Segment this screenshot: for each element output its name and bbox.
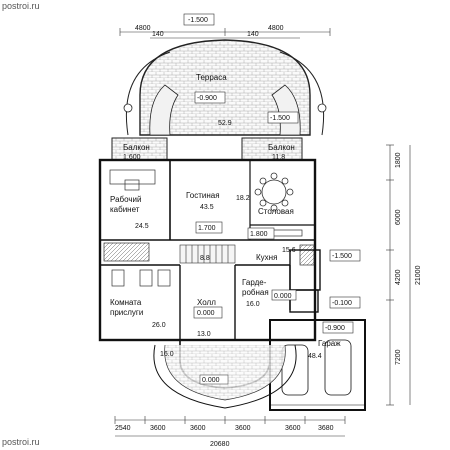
hall-level: 0.000 — [197, 310, 215, 317]
garage-name: Гараж — [318, 339, 341, 348]
balcony-left-area: 1.600 — [123, 154, 141, 161]
kitchen-name: Кухня — [256, 253, 277, 262]
servant-name-1: Комната — [110, 298, 142, 307]
kitchen-area: 15.6 — [282, 247, 296, 254]
wardrobe-name-1: Гарде- — [242, 278, 267, 287]
stairs — [179, 244, 236, 264]
garage-level: -0.900 — [325, 325, 345, 332]
porch-level: 0.000 — [202, 377, 220, 384]
dim-top-center-level: -1.500 — [188, 17, 208, 24]
dining-table — [254, 172, 294, 212]
level-right-low: -0.100 — [332, 300, 352, 307]
dining-name: Столовая — [258, 207, 294, 216]
hall-area: 13.0 — [197, 331, 211, 338]
watermark-top: postroi.ru — [2, 1, 40, 11]
dim-bottom-3: 3600 — [190, 425, 206, 432]
dim-bottom-2: 3600 — [150, 425, 166, 432]
dining-area: 18.2 — [236, 195, 250, 202]
level-box-small — [271, 289, 297, 301]
wardrobe-area: 16.0 — [246, 301, 260, 308]
dim-bottom-5: 3600 — [285, 425, 301, 432]
dim-right-1800: 1800 — [395, 152, 402, 168]
hall-name: Холл — [197, 298, 216, 307]
dimension-lines — [114, 28, 411, 437]
wardrobe-name-2: робная — [242, 288, 269, 297]
dim-top-right: 4800 — [268, 25, 284, 32]
level-box-terrace — [194, 91, 226, 104]
dim-right-7200: 7200 — [395, 349, 402, 365]
balcony-right-name: Балкон — [268, 143, 295, 152]
dining-level: 1.800 — [250, 231, 268, 238]
dim-top-left: 4800 — [135, 25, 151, 32]
level-box-right-mid — [329, 249, 361, 262]
level-small: 0.000 — [274, 293, 292, 300]
level-right-top: -1.500 — [270, 115, 290, 122]
entrance-porch — [153, 339, 297, 409]
dim-bottom-4: 3600 — [235, 425, 251, 432]
dim-right-4200: 4200 — [395, 269, 402, 285]
living-area: 43.5 — [200, 204, 214, 211]
study-furniture — [109, 169, 156, 191]
level-box-right-low — [329, 296, 361, 309]
dim-right-6000: 6000 — [395, 209, 402, 225]
dim-offset-left: 140 — [152, 31, 164, 38]
balcony-left-name: Балкон — [123, 143, 150, 152]
terrace-area: 52.9 — [218, 120, 232, 127]
study-name-2: кабинет — [110, 205, 140, 214]
servant-name-2: прислуги — [110, 308, 143, 317]
level-right-mid: -1.500 — [332, 253, 352, 260]
dim-bottom-total: 20680 — [210, 441, 230, 448]
dim-bottom-6: 3680 — [318, 425, 334, 432]
terrace-level: -0.900 — [197, 95, 217, 102]
level-box-living — [195, 221, 223, 234]
area-8-8: 8.8 — [200, 255, 210, 262]
area-16: 16.0 — [160, 351, 174, 358]
level-box-right-top — [267, 111, 299, 124]
terrace — [123, 39, 327, 136]
servant-area: 26.0 — [152, 322, 166, 329]
living-level: 1.700 — [198, 225, 216, 232]
terrace-name: Терраса — [196, 73, 227, 82]
dim-bottom-1: 2540 — [115, 425, 131, 432]
bathroom-fixtures — [103, 242, 171, 287]
garage — [269, 319, 366, 411]
level-box-kitchen — [247, 227, 275, 240]
garage-area: 48.4 — [308, 353, 322, 360]
watermark-bottom: postroi.ru — [2, 437, 40, 447]
study-area: 24.5 — [135, 223, 149, 230]
right-annex — [289, 249, 321, 313]
level-box-hall — [193, 306, 223, 319]
level-box-top — [183, 13, 215, 26]
level-box-garage — [322, 321, 354, 334]
dim-right-total: 21000 — [415, 265, 422, 285]
living-name: Гостиная — [186, 191, 220, 200]
dim-offset-right: 140 — [247, 31, 259, 38]
balcony-right-area: 11.8 — [272, 154, 285, 161]
study-name-1: Рабочий — [110, 195, 141, 204]
